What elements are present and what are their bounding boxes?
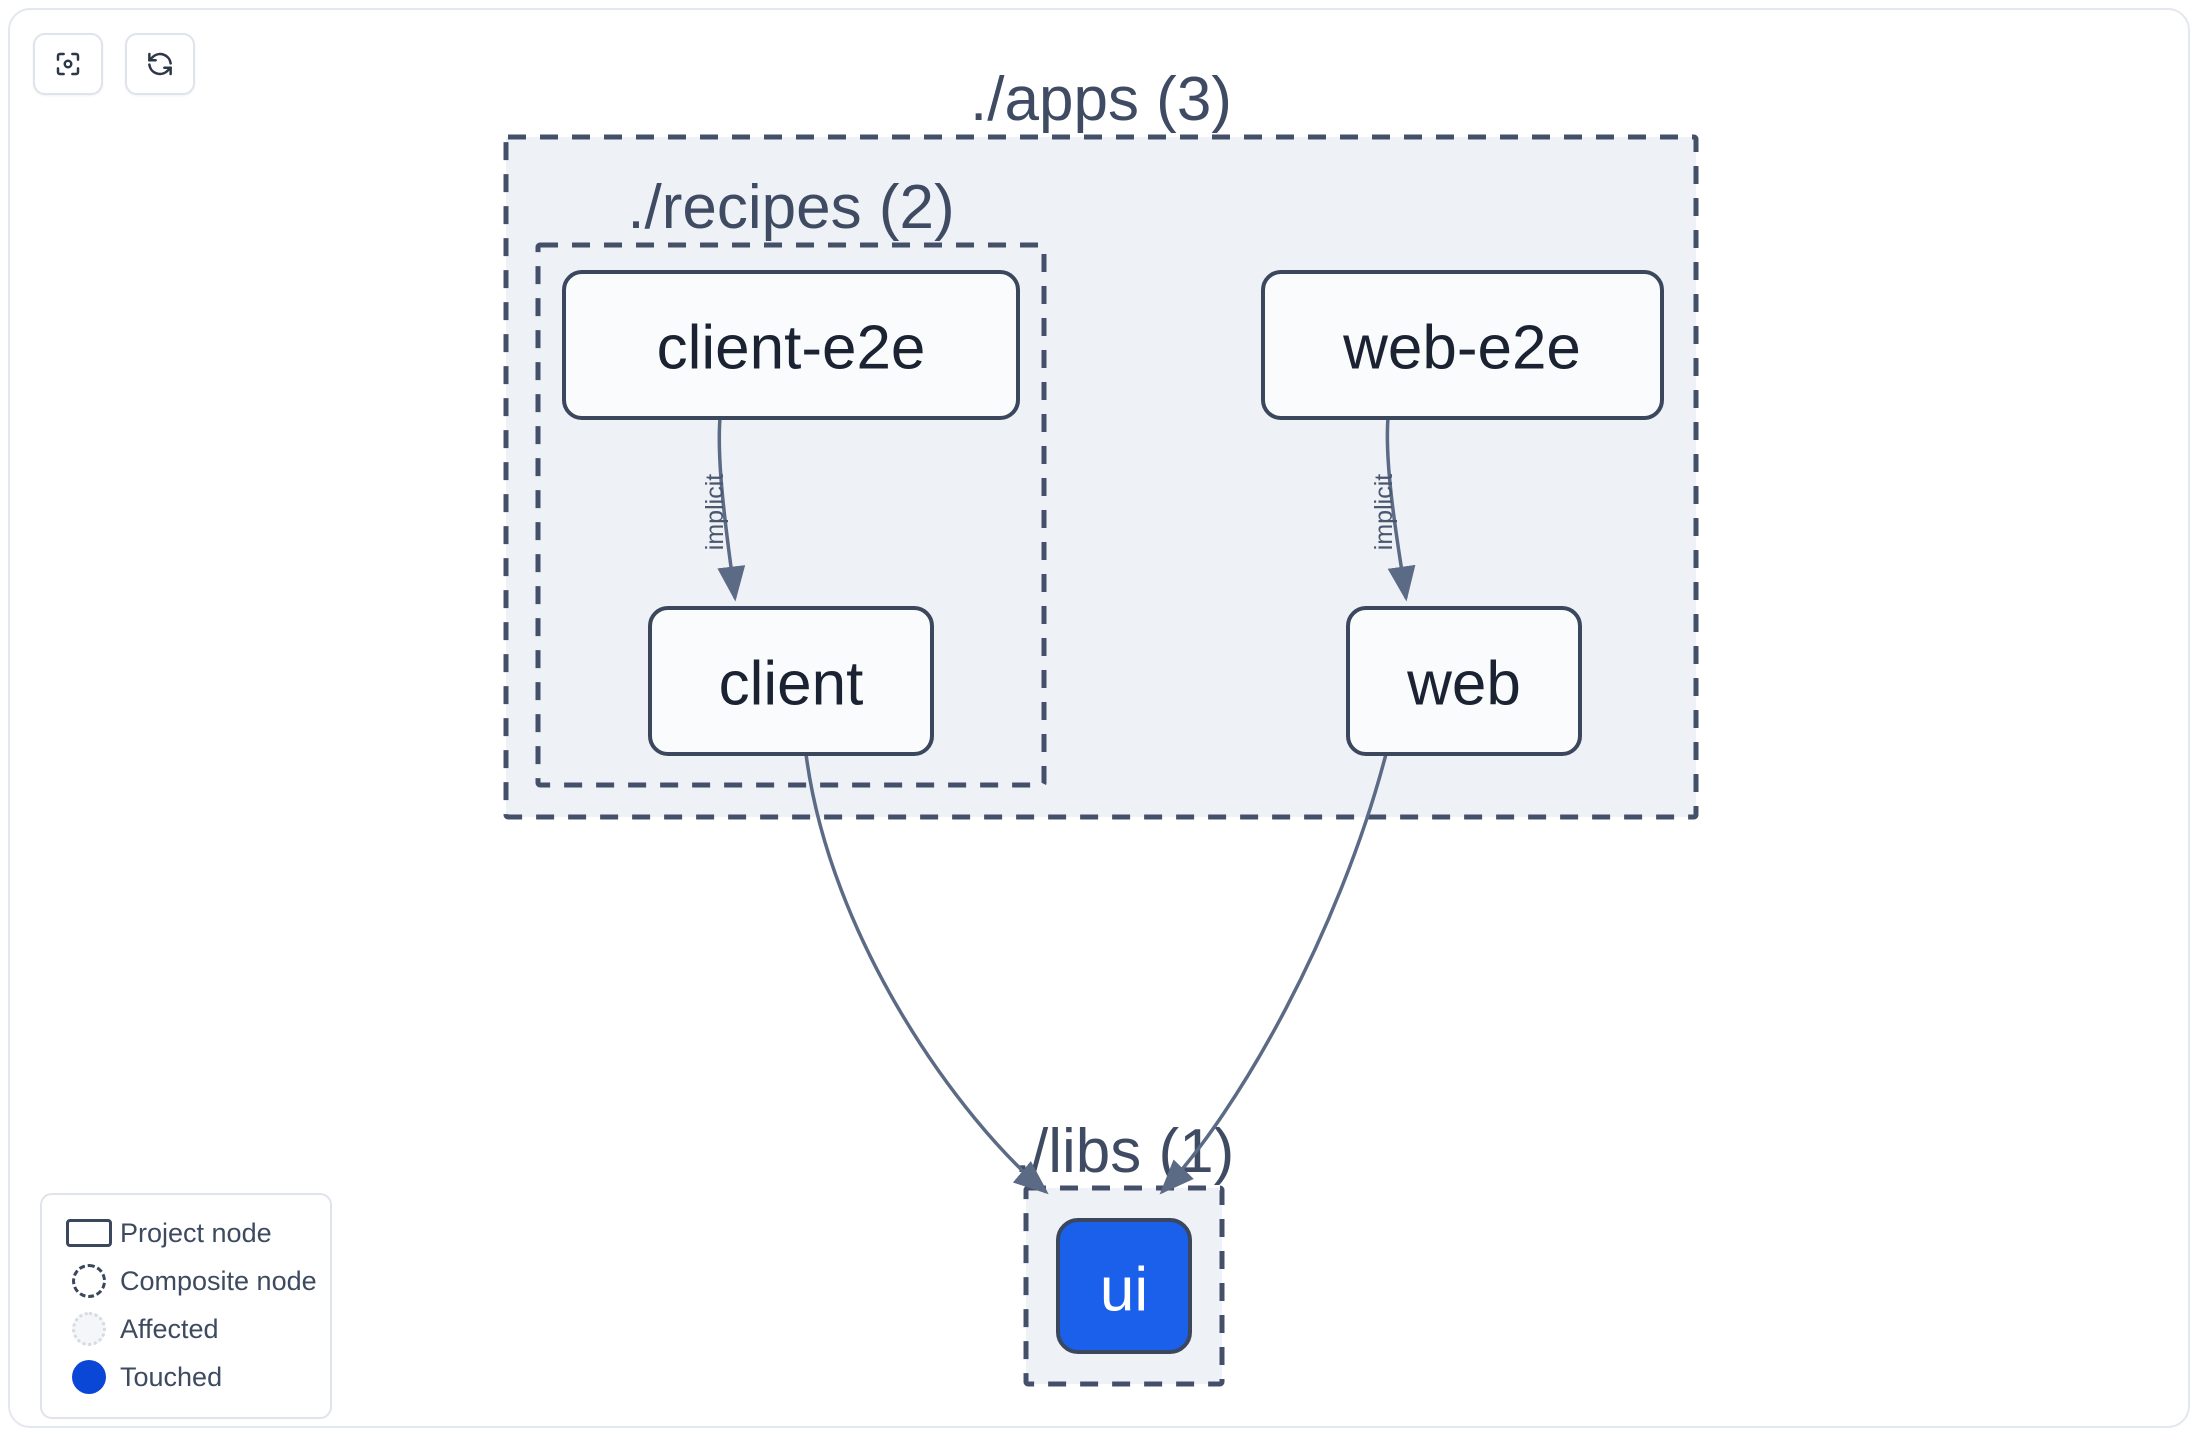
node-client-label: client: [719, 650, 864, 719]
node-web[interactable]: web: [1346, 606, 1582, 756]
node-ui[interactable]: ui: [1056, 1218, 1192, 1354]
node-ui-rect[interactable]: [1056, 1218, 1192, 1354]
group-recipes-label: ./recipes (2): [627, 173, 954, 242]
edge-label-web-e2e-implicit: implicit: [1370, 474, 1398, 550]
edge-client-e2e-to-client[interactable]: [717, 417, 746, 602]
graph-edges: implicit implicit: [701, 417, 1416, 1195]
project-node-swatch: [58, 1219, 120, 1247]
edge-web-e2e-to-web[interactable]: [1385, 417, 1416, 602]
legend-label-composite-node: Composite node: [120, 1265, 317, 1296]
legend-item-affected: Affected: [58, 1305, 314, 1353]
group-apps-label: ./apps (3): [970, 65, 1232, 134]
graph-legend: Project node Composite node Affected Tou…: [40, 1193, 332, 1419]
node-web-e2e[interactable]: web-e2e: [1261, 270, 1664, 420]
node-web-e2e-label: web-e2e: [1342, 314, 1581, 383]
node-client-e2e-rect[interactable]: [562, 270, 1020, 420]
node-client-e2e[interactable]: client-e2e: [562, 270, 1020, 420]
edge-label-client-e2e-implicit: implicit: [701, 474, 729, 550]
node-web-rect[interactable]: [1346, 606, 1582, 756]
node-client-rect[interactable]: [648, 606, 934, 756]
legend-item-project-node: Project node: [58, 1209, 314, 1257]
node-web-label: web: [1406, 650, 1521, 719]
node-client[interactable]: client: [648, 606, 934, 756]
group-libs-label: ./libs (1): [1014, 1117, 1234, 1186]
node-client-e2e-label: client-e2e: [657, 314, 926, 383]
legend-label-project-node: Project node: [120, 1217, 272, 1248]
refresh-icon: [145, 49, 175, 79]
legend-label-touched: Touched: [120, 1361, 223, 1392]
node-web-e2e-rect[interactable]: [1261, 270, 1664, 420]
node-ui-label: ui: [1100, 1256, 1148, 1325]
focus-graph-button[interactable]: [33, 33, 103, 95]
focus-target-icon: [53, 49, 83, 79]
edge-client-to-ui[interactable]: [804, 753, 1049, 1195]
legend-item-touched: Touched: [58, 1353, 314, 1401]
legend-item-composite-node: Composite node: [58, 1257, 317, 1305]
refresh-graph-button[interactable]: [125, 33, 195, 95]
touched-swatch: [58, 1360, 120, 1394]
legend-label-affected: Affected: [120, 1313, 219, 1344]
composite-node-swatch: [58, 1264, 120, 1298]
affected-swatch: [58, 1312, 120, 1346]
edge-web-to-ui[interactable]: [1159, 753, 1388, 1195]
graph-toolbar: [33, 33, 195, 95]
